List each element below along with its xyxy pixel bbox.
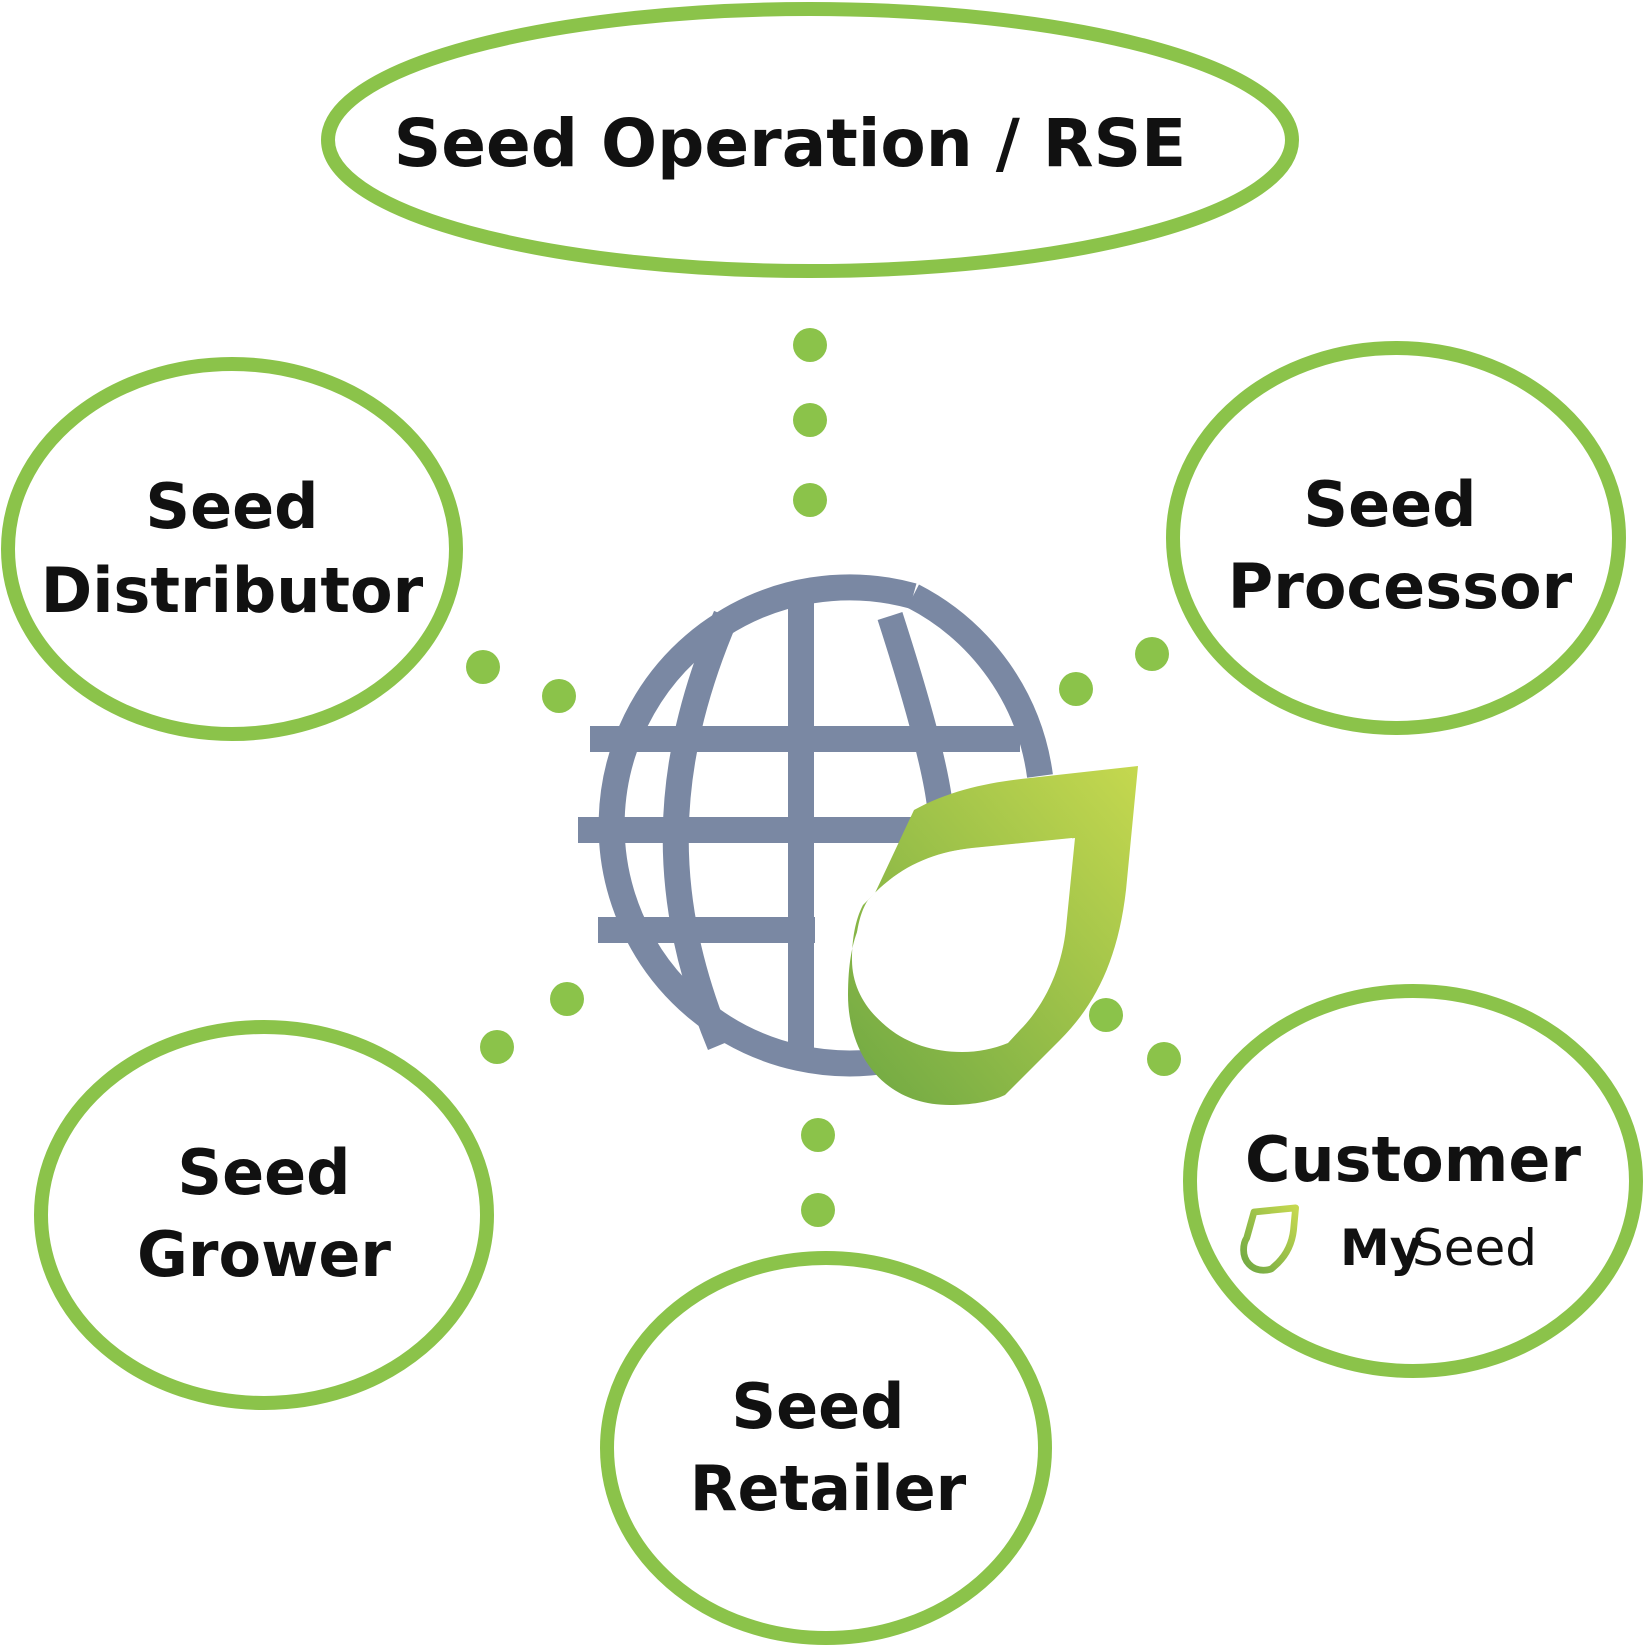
connector-dot (542, 679, 576, 713)
connector-dot (1059, 672, 1093, 706)
node-seed-distributor-line2: Distributor (41, 554, 424, 627)
connector-dot (793, 328, 827, 362)
node-seed-processor: Seed Processor (1166, 341, 1626, 735)
connector-dot (466, 650, 500, 684)
node-customer-ellipse (1183, 984, 1643, 1378)
myseed-logo-my: My (1340, 1219, 1422, 1277)
node-seed-distributor-ellipse (1, 357, 463, 741)
node-seed-grower-line1: Seed (177, 1136, 350, 1209)
myseed-logo: My Seed (1240, 1204, 1537, 1277)
node-seed-distributor: Seed Distributor (1, 357, 463, 741)
globe-leaf-icon (578, 574, 1138, 1105)
node-seed-retailer-ellipse (600, 1251, 1052, 1645)
node-seed-operation-ellipse (321, 2, 1299, 278)
connector-dot (1135, 637, 1169, 671)
leaf-icon (848, 766, 1138, 1105)
connector-dot (1147, 1042, 1181, 1076)
connector-dot (1089, 998, 1123, 1032)
connector-dot (801, 1118, 835, 1152)
myseed-logo-seed: Seed (1412, 1219, 1537, 1277)
node-seed-processor-ellipse (1166, 341, 1626, 735)
connector-dot (793, 403, 827, 437)
node-seed-processor-line1: Seed (1303, 468, 1476, 541)
node-seed-processor-line2: Processor (1228, 550, 1573, 623)
node-seed-grower-ellipse (34, 1020, 494, 1410)
connector-dot (480, 1030, 514, 1064)
connector-dot (793, 483, 827, 517)
leaf-icon (1240, 1204, 1299, 1274)
node-seed-grower-line2: Grower (137, 1218, 391, 1291)
node-seed-retailer-line1: Seed (731, 1370, 904, 1443)
node-seed-distributor-line1: Seed (145, 470, 318, 543)
node-seed-retailer: Seed Retailer (600, 1251, 1052, 1645)
node-seed-operation: Seed Operation / RSE (321, 2, 1299, 278)
node-customer: Customer My Seed (1183, 984, 1643, 1378)
node-seed-retailer-line2: Retailer (690, 1452, 967, 1525)
connector-dot (550, 982, 584, 1016)
node-seed-operation-label: Seed Operation / RSE (394, 105, 1186, 182)
connector-dots (466, 328, 1181, 1227)
node-seed-grower: Seed Grower (34, 1020, 494, 1410)
connector-dot (801, 1193, 835, 1227)
node-customer-label: Customer (1245, 1123, 1581, 1196)
